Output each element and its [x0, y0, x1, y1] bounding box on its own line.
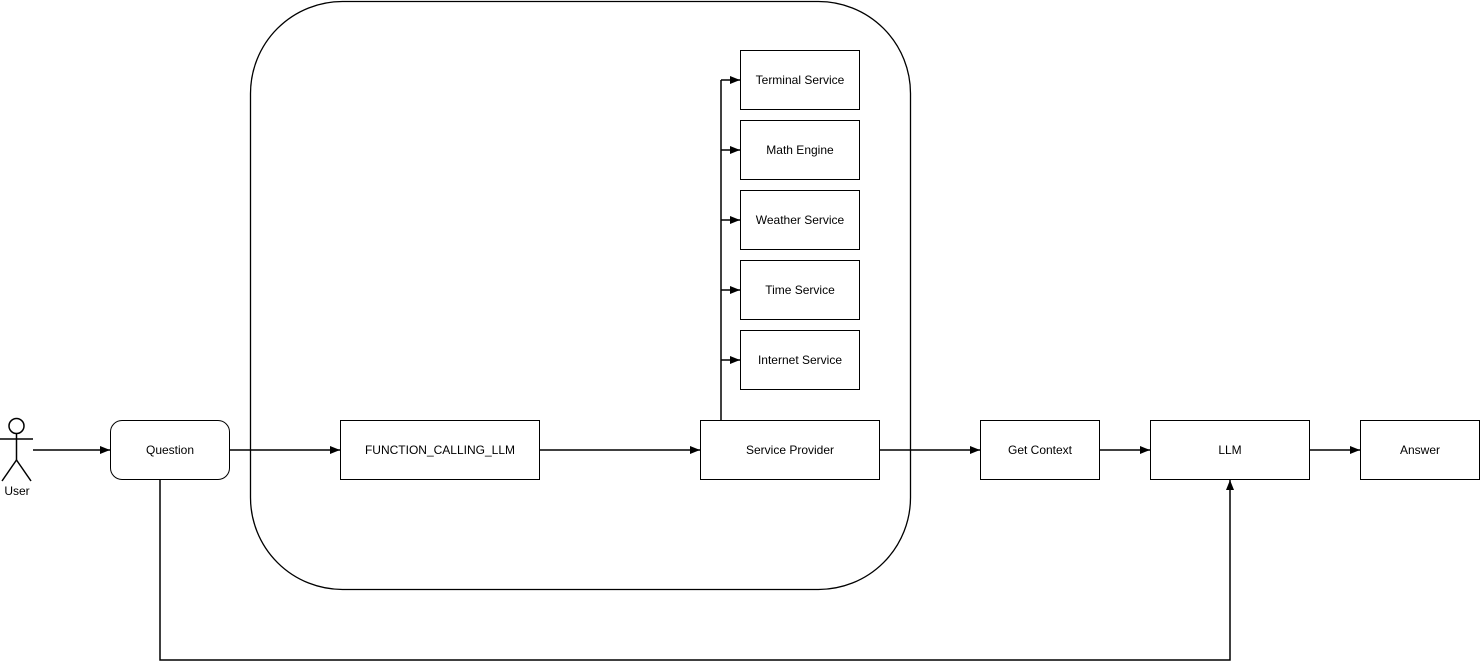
- node-answer-label: Answer: [1399, 442, 1440, 457]
- node-service-provider[interactable]: Service Provider: [700, 420, 880, 480]
- actor-head: [8, 417, 25, 435]
- services-container-outline: [249, 0, 912, 591]
- node-question[interactable]: Question: [110, 420, 230, 480]
- node-llm[interactable]: LLM: [1150, 420, 1310, 480]
- node-weather-service[interactable]: Weather Service: [740, 190, 860, 250]
- node-time-service-label: Time Service: [765, 282, 835, 297]
- node-terminal-service[interactable]: Terminal Service: [740, 50, 860, 110]
- user-actor-label: User: [4, 484, 30, 498]
- node-function-calling-llm-label: FUNCTION_CALLING_LLM: [364, 442, 516, 457]
- node-weather-service-label: Weather Service: [755, 212, 845, 227]
- actor-leg-left: [1, 459, 18, 482]
- actor-leg-right: [15, 459, 32, 482]
- user-actor[interactable]: [0, 417, 33, 482]
- node-llm-label: LLM: [1218, 442, 1242, 457]
- node-answer[interactable]: Answer: [1360, 420, 1480, 480]
- edge-question-llm-feedback: [159, 480, 1234, 661]
- node-question-label: Question: [145, 442, 195, 457]
- node-function-calling-llm[interactable]: FUNCTION_CALLING_LLM: [340, 420, 540, 480]
- node-internet-service-label: Internet Service: [757, 352, 843, 367]
- node-service-provider-label: Service Provider: [745, 442, 835, 457]
- node-get-context[interactable]: Get Context: [980, 420, 1100, 480]
- node-terminal-service-label: Terminal Service: [755, 72, 845, 87]
- node-time-service[interactable]: Time Service: [740, 260, 860, 320]
- node-math-engine-label: Math Engine: [766, 142, 834, 157]
- node-internet-service[interactable]: Internet Service: [740, 330, 860, 390]
- node-math-engine[interactable]: Math Engine: [740, 120, 860, 180]
- node-get-context-label: Get Context: [1007, 442, 1073, 457]
